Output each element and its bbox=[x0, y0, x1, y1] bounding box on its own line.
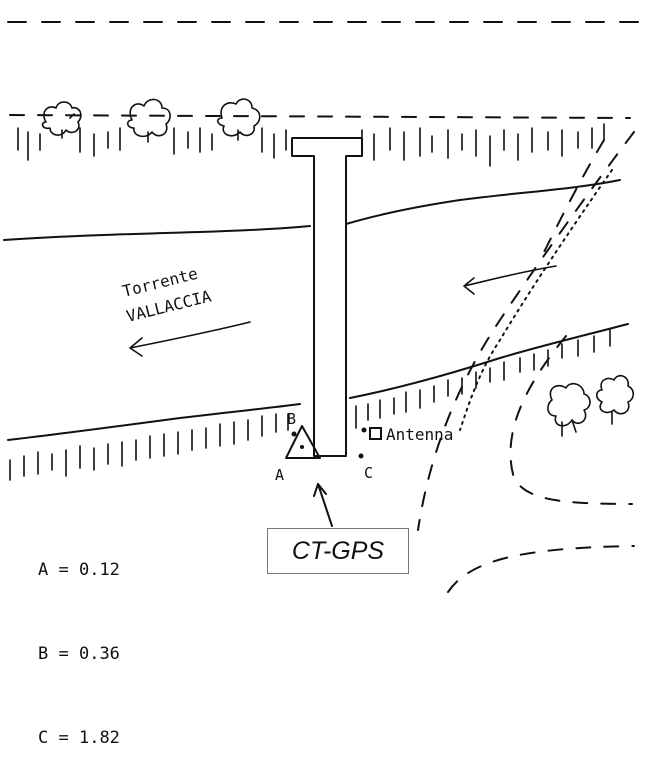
road-curve-lower bbox=[509, 335, 633, 505]
site-sketch: Torrente VALLACCIA Antenna A B C bbox=[3, 21, 641, 593]
point-c-dot bbox=[358, 453, 364, 459]
river-bank-lower bbox=[7, 323, 629, 441]
point-b-label: B bbox=[287, 410, 296, 428]
road-curve-inner bbox=[539, 139, 605, 261]
point-b-dot bbox=[291, 431, 297, 437]
river-bank-upper bbox=[3, 179, 621, 241]
tree-icon bbox=[547, 382, 591, 437]
tree-icon bbox=[216, 98, 261, 141]
road-curve-dotted bbox=[459, 169, 613, 431]
antenna-square-icon bbox=[369, 427, 382, 440]
road-curve-outer bbox=[417, 131, 635, 531]
legend-row-c: C = 1.82 bbox=[38, 728, 120, 748]
antenna-label: Antenna bbox=[386, 425, 453, 444]
road-edge-upper bbox=[9, 114, 631, 119]
point-c-label: C bbox=[364, 464, 373, 482]
point-a-label: A bbox=[275, 466, 284, 484]
station-label: CT-GPS bbox=[291, 536, 385, 565]
road-edge-bottom bbox=[447, 545, 635, 593]
station-label-box: CT-GPS bbox=[267, 528, 409, 574]
flow-arrow-icon bbox=[463, 265, 557, 295]
triangle-marker-icon bbox=[285, 425, 321, 459]
bridge bbox=[291, 137, 363, 457]
triangle-center-dot bbox=[300, 445, 304, 449]
antenna-dot bbox=[361, 427, 367, 433]
legend-row-b: B = 0.36 bbox=[38, 644, 120, 664]
tree-icon bbox=[41, 101, 82, 139]
distance-legend: A = 0.12 B = 0.36 C = 1.82 bbox=[38, 500, 120, 780]
flow-arrow-icon bbox=[129, 321, 251, 357]
tree-icon bbox=[126, 98, 171, 143]
tree-icon bbox=[595, 374, 635, 425]
grass-top bbox=[17, 123, 605, 167]
legend-row-a: A = 0.12 bbox=[38, 560, 120, 580]
pointer-arrow bbox=[313, 483, 333, 527]
